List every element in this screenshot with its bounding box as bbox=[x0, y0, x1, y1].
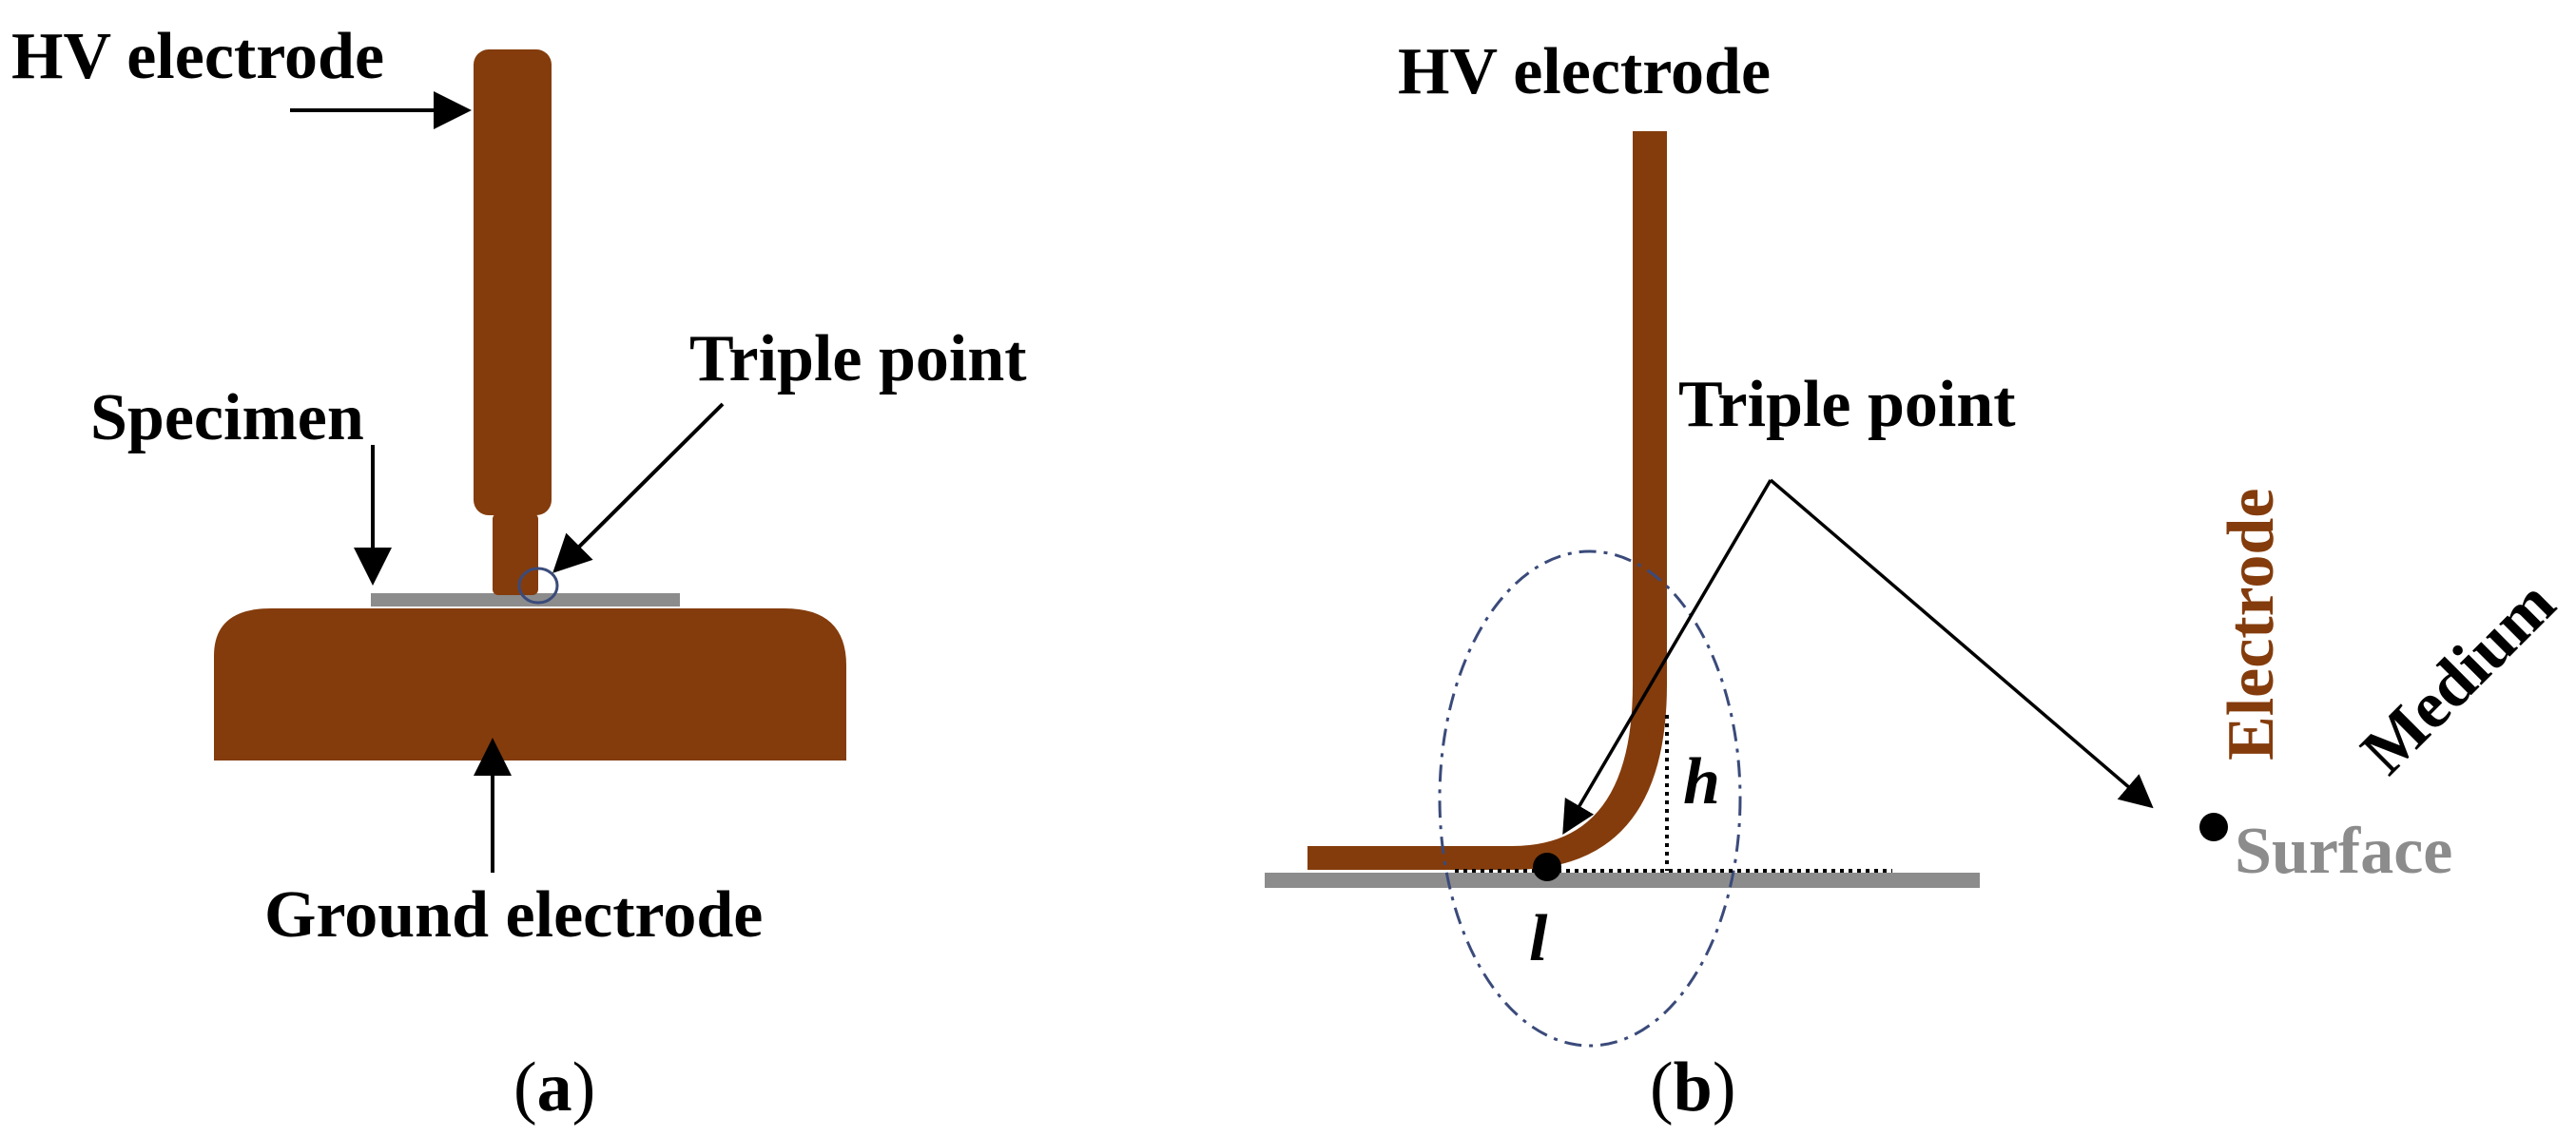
h-label: h bbox=[1683, 745, 1720, 818]
l-label: l bbox=[1529, 902, 1548, 975]
hv-electrode-rod bbox=[474, 49, 552, 515]
panel-a-caption: (a) bbox=[513, 1049, 595, 1126]
hv-electrode-label-b: HV electrode bbox=[1398, 35, 1771, 108]
panel-a-caption-open: ( bbox=[513, 1049, 537, 1126]
triple-point-dot bbox=[1533, 853, 1561, 881]
surface-line bbox=[1265, 873, 1980, 888]
panel-a-caption-close: ) bbox=[572, 1049, 596, 1126]
hv-electrode-tip bbox=[493, 513, 538, 595]
triple-point-arrow bbox=[552, 402, 725, 573]
bent-hv-electrode bbox=[1307, 131, 1667, 870]
surface-legend-label: Surface bbox=[2235, 815, 2452, 888]
ground-electrode-label: Ground electrode bbox=[264, 878, 763, 952]
triple-point-label: Triple point bbox=[689, 322, 1027, 395]
triple-point-arrow-diagram bbox=[1562, 479, 1772, 836]
panel-b-caption: (b) bbox=[1650, 1049, 1735, 1126]
panel-a: HV electrode Triple point Specimen Groun… bbox=[11, 20, 1027, 1126]
triple-point-marker bbox=[517, 567, 559, 605]
triple-junction-dot bbox=[2199, 813, 2228, 841]
panel-b: HV electrode Triple point h l (b) bbox=[1265, 35, 2154, 1126]
ground-electrode bbox=[214, 608, 846, 761]
specimen-label: Specimen bbox=[90, 381, 364, 454]
triple-point-label-b: Triple point bbox=[1678, 368, 2016, 441]
electrode-legend-label: Electrode bbox=[2215, 489, 2288, 761]
panel-b-caption-close: ) bbox=[1713, 1049, 1736, 1126]
triple-point-arrow-legend bbox=[1769, 478, 2154, 809]
panel-b-caption-letter: b bbox=[1674, 1049, 1713, 1126]
hv-electrode-label: HV electrode bbox=[11, 20, 384, 93]
medium-legend-label: Medium bbox=[2348, 567, 2569, 788]
panel-b-caption-open: ( bbox=[1650, 1049, 1674, 1126]
triple-point-region bbox=[1438, 549, 1742, 1048]
triple-junction-legend: Electrode Medium Surface bbox=[2199, 489, 2569, 888]
panel-a-caption-letter: a bbox=[537, 1049, 572, 1126]
